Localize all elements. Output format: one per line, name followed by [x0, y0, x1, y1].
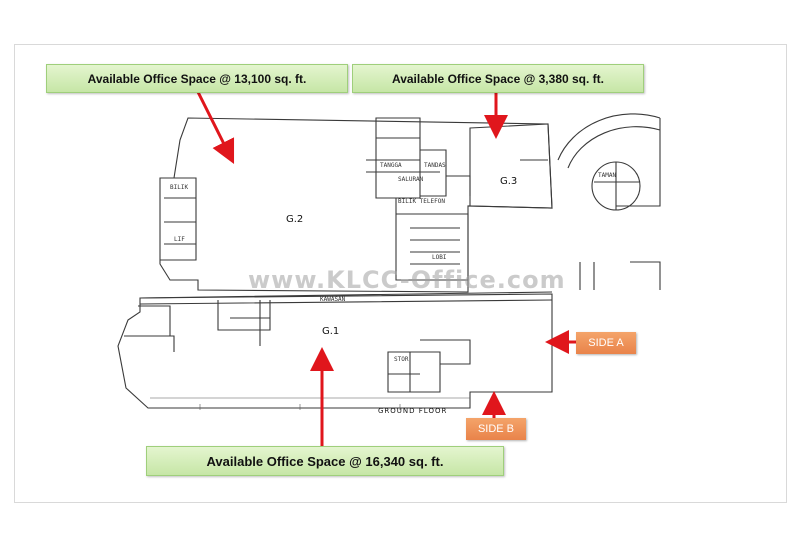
- room-label: STOR: [394, 356, 409, 363]
- watermark: www.KLCC-Office.com: [248, 266, 566, 294]
- plan-outline-g1: [117, 293, 553, 409]
- arrow-13100: [194, 87, 235, 165]
- room-label: BILIK: [170, 184, 189, 191]
- side-a-badge: SIDE A: [576, 332, 636, 354]
- callout-office-space-13100: Available Office Space @ 13,100 sq. ft.: [46, 64, 348, 93]
- room-label: SALURAN: [398, 176, 424, 183]
- room-label: LIF: [174, 236, 185, 243]
- slide-frame: [14, 44, 787, 503]
- callout-office-space-3380: Available Office Space @ 3,380 sq. ft.: [352, 64, 644, 93]
- room-label: BILIK TELEFON: [398, 198, 445, 205]
- floor-label: GROUND FLOOR: [378, 407, 448, 415]
- plan-g1-left-rooms: [124, 305, 175, 352]
- plan-g1-lift-rooms: [387, 339, 471, 393]
- plan-rotunda: [557, 113, 661, 207]
- room-label: KAWASAN: [320, 296, 346, 303]
- plan-g1-core: [217, 300, 271, 346]
- callout-office-space-16340: Available Office Space @ 16,340 sq. ft.: [146, 446, 504, 476]
- plan-outline-g3: [469, 123, 553, 209]
- plan-right-stubs: [579, 261, 661, 290]
- plan-service-core: [366, 117, 469, 281]
- zone-g1-label: G.1: [322, 326, 340, 337]
- room-label: TAMAN: [598, 172, 617, 179]
- room-label: TANDAS: [424, 162, 446, 169]
- plan-g1-inner-top: [139, 291, 553, 305]
- plan-left-rooms: [160, 177, 197, 261]
- zone-g3-label: G.3: [500, 176, 518, 187]
- room-label: TANGGA: [380, 162, 402, 169]
- side-b-badge: SIDE B: [466, 418, 526, 440]
- zone-g2-label: G.2: [286, 214, 304, 225]
- room-label: LOBI: [432, 254, 447, 261]
